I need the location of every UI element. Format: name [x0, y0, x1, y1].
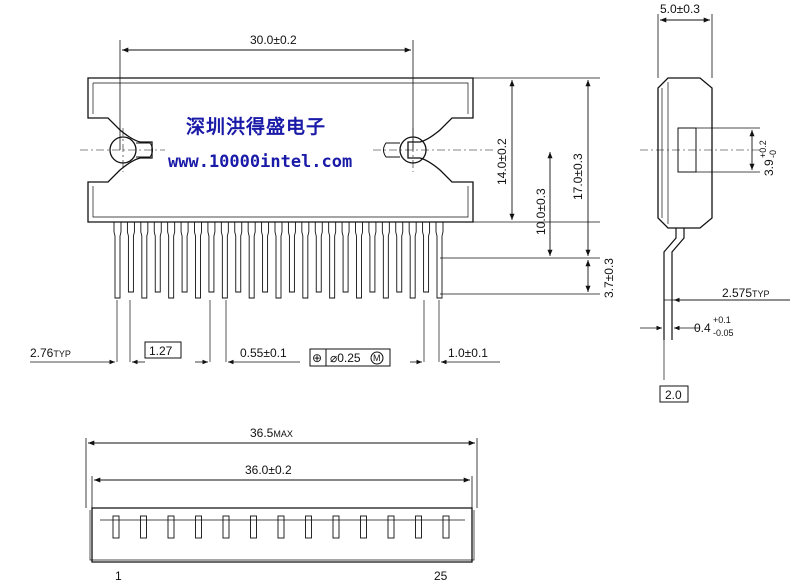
hole-dim-label: 3.9 +0.2 -0: [758, 140, 778, 176]
pin-last-label: 25: [434, 569, 448, 583]
thickness-dim-label: 5.0±0.3: [660, 2, 700, 16]
watermark-url: www.10000intel.com: [168, 152, 352, 172]
front-pin: [328, 222, 337, 299]
front-pin: [220, 222, 229, 299]
tolerance-symbol: ⊕: [312, 351, 322, 365]
watermark-company: 深圳洪得盛电子: [186, 115, 326, 138]
front-pin: [180, 222, 189, 293]
bottom-pin: [360, 515, 367, 539]
svg-text:-0.05: -0.05: [713, 328, 734, 338]
svg-text:+0.2: +0.2: [758, 140, 768, 158]
height-inner-dim-label: 14.0±0.2: [495, 138, 509, 185]
bottom-body: [91, 507, 473, 563]
front-pin: [314, 222, 323, 293]
front-pin: [381, 222, 390, 299]
front-pin: [395, 222, 404, 293]
lead-box: [659, 385, 689, 403]
bottom-pin: [277, 515, 285, 539]
lead-box-label: 2.0: [665, 388, 682, 402]
bottom-pin: [167, 515, 175, 539]
side-body: [657, 77, 713, 229]
pitch-box: [144, 341, 182, 359]
front-view: [30, 40, 600, 367]
lead-thickness-label: 0.4 +0.1 -0.05: [694, 315, 734, 338]
front-pin: [140, 222, 149, 299]
width-dim-label: 30.0±0.2: [250, 33, 297, 47]
lead-spacing-dim-label: 1.0±0.1: [448, 346, 488, 360]
bottom-pins: [112, 515, 450, 539]
front-pin: [408, 222, 417, 299]
bottom-pin: [222, 515, 230, 539]
front-pin: [207, 222, 216, 293]
side-lead: [663, 228, 685, 340]
front-pin: [113, 222, 122, 299]
modifier-label: M: [373, 353, 381, 363]
bottom-pin: [250, 515, 257, 539]
pin-first-label: 1: [115, 569, 122, 583]
hole-to-pin-dim-label: 10.0±0.3: [534, 188, 548, 235]
svg-text:-0: -0: [768, 150, 778, 158]
front-pin: [153, 222, 162, 293]
max-length-label: 36.5MAX: [250, 426, 293, 440]
bottom-pin: [332, 515, 340, 539]
bottom-pin: [305, 515, 312, 539]
position-tolerance-frame: [309, 348, 391, 367]
lead-bend-dim-label: 2.575TYP: [722, 286, 770, 300]
svg-text:0.4: 0.4: [694, 321, 711, 335]
front-pin: [167, 222, 176, 299]
side-view: [640, 14, 790, 403]
bottom-view: [85, 438, 478, 563]
front-pin: [435, 222, 444, 299]
pitch-box-label: 1.27: [149, 344, 173, 358]
front-pin: [261, 222, 270, 293]
front-pin: [126, 222, 135, 293]
bottom-pin: [195, 515, 202, 539]
lead-offset-dim-label: 3.7±0.3: [602, 258, 616, 298]
front-pin: [234, 222, 243, 293]
front-pin: [341, 222, 350, 293]
front-pins: [113, 222, 444, 299]
front-pin: [274, 222, 283, 299]
height-outer-dim-label: 17.0±0.3: [571, 153, 585, 200]
front-pin: [287, 222, 296, 293]
lead-width-dim-label: 0.55±0.1: [240, 346, 287, 360]
svg-text:+0.1: +0.1: [713, 315, 731, 325]
front-pin: [301, 222, 310, 299]
svg-text:3.9: 3.9: [762, 159, 776, 176]
length-dim-label: 36.0±0.2: [245, 463, 292, 477]
front-pin: [422, 222, 431, 293]
front-pin: [247, 222, 256, 299]
bottom-pin: [140, 515, 147, 539]
bottom-pin: [112, 515, 120, 539]
bottom-pin: [442, 515, 450, 539]
front-pin: [194, 222, 202, 299]
front-pin: [355, 222, 363, 299]
pitch-typ-label: 2.76TYP: [30, 346, 71, 360]
bottom-pin: [415, 515, 422, 539]
position-tol-label: ⌀0.25: [330, 351, 361, 365]
bottom-pin: [387, 515, 395, 539]
front-pin: [368, 222, 377, 293]
